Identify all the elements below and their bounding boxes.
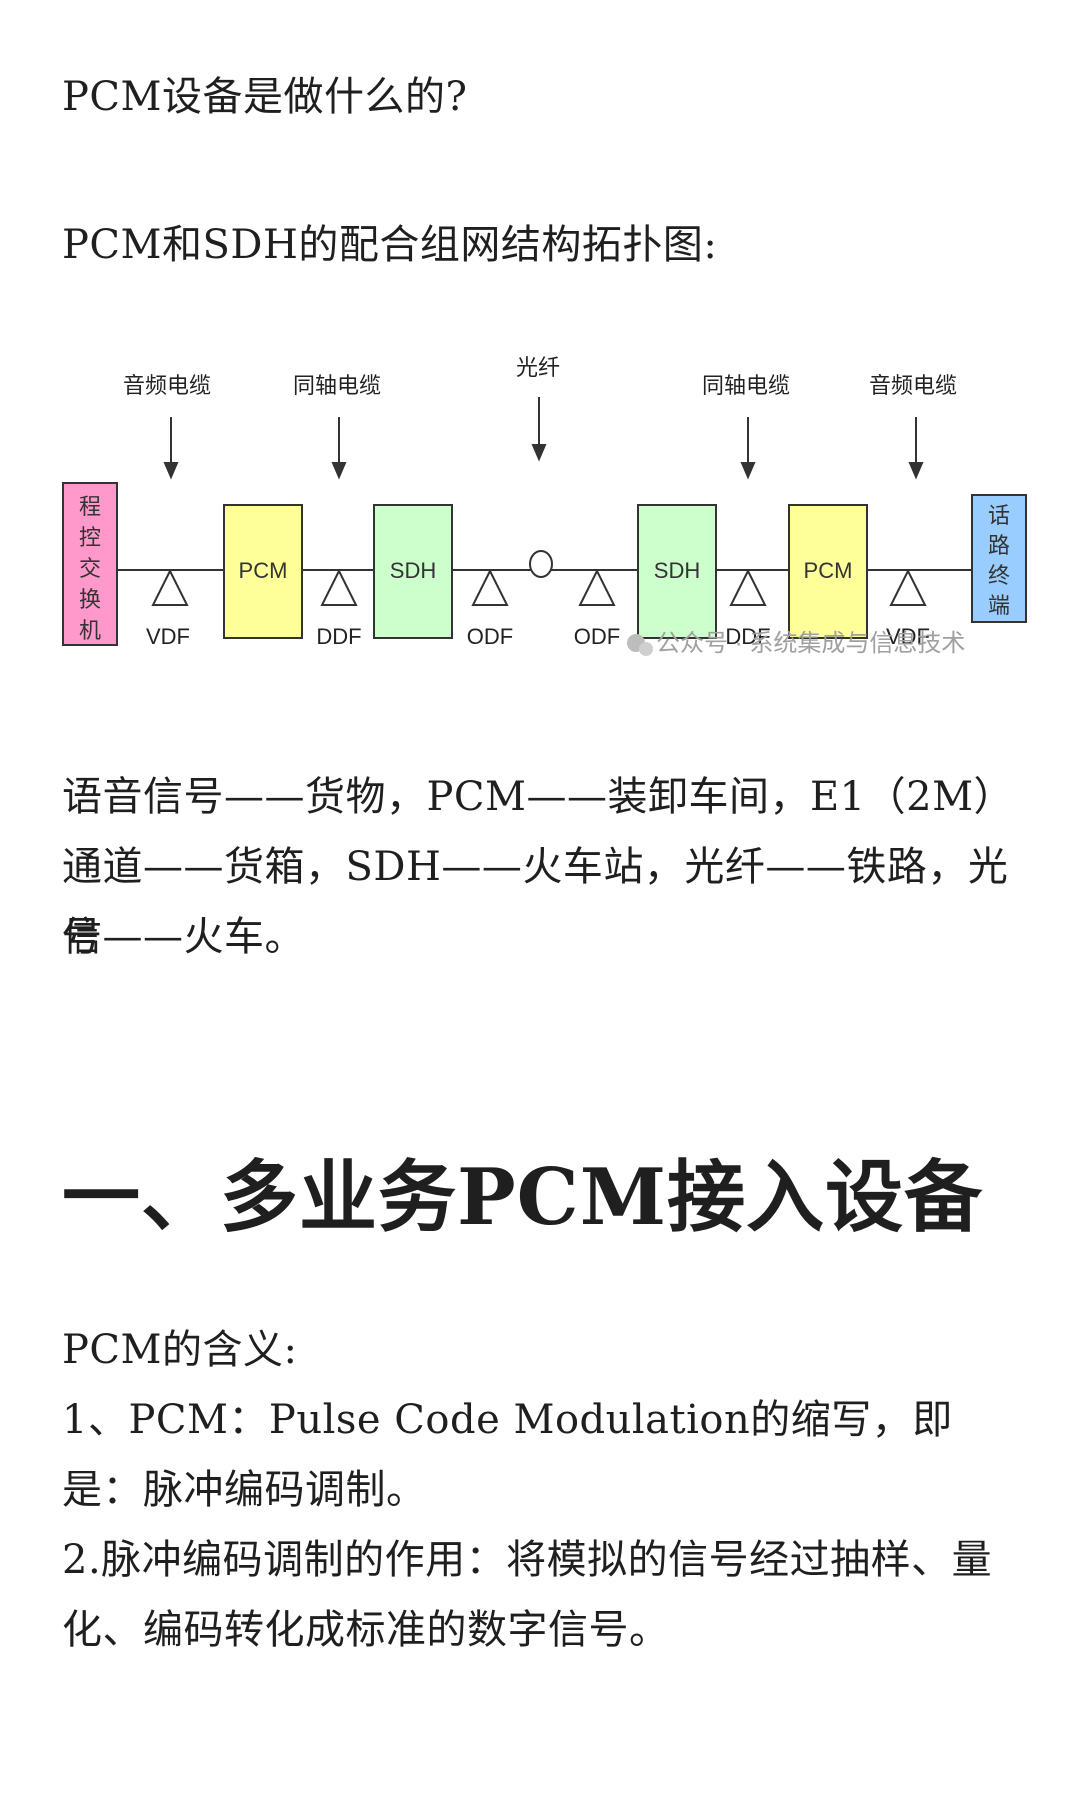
frame-label-ddf-right: DDF [725, 624, 770, 649]
terminal-label-char: 端 [988, 593, 1010, 618]
switch-label-char: 换 [79, 587, 101, 612]
pcm-box-right-label: PCM [804, 558, 853, 583]
sdh-box-right-label: SDH [654, 558, 700, 583]
item2-line-1: 2.脉冲编码调制的作用：将模拟的信号经过抽样、量 [62, 1537, 993, 1583]
topology-diagram: 音频电缆 同轴电缆 光纤 同轴电缆 音频电缆 程 控 交 换 机 话 路 终 端… [62, 355, 1027, 657]
sdh-box-left [373, 504, 453, 639]
frame-label-vdf-right: VDF [886, 624, 930, 649]
switch-label-char: 机 [79, 618, 101, 643]
cable-label-coax-right: 同轴电缆 [702, 373, 790, 398]
terminal-label-char: 路 [988, 533, 1010, 558]
cable-label-audio-left: 音频电缆 [123, 373, 211, 398]
watermark-text: 公众号 · 系统集成与信息技术 [656, 630, 965, 657]
item2-line-2: 化、编码转化成标准的数字信号。 [62, 1607, 670, 1653]
fiber-connector [529, 550, 553, 578]
frame-label-odf-right: ODF [574, 624, 620, 649]
analogy-line-1: 语音信号——货物，PCM——装卸车间，E1（2M） [62, 774, 1015, 820]
frame-label-ddf-left: DDF [316, 624, 361, 649]
meaning-title: PCM的含义: [62, 1327, 298, 1373]
intro-question: PCM设备是做什么的? [62, 74, 468, 120]
frame-label-vdf-left: VDF [146, 624, 190, 649]
pcm-box-left [223, 504, 303, 639]
pcm-box-right [788, 504, 868, 639]
pcm-box-left-label: PCM [239, 558, 288, 583]
switch-label-char: 程 [79, 494, 101, 519]
item1-line-1: 1、PCM：Pulse Code Modulation的缩写，即 [62, 1397, 953, 1443]
sdh-box-right [637, 504, 717, 639]
terminal-label-char: 话 [988, 503, 1010, 528]
cable-label-fiber: 光纤 [516, 355, 560, 380]
distribution-frames [151, 568, 927, 606]
frame-label-odf-left: ODF [467, 624, 513, 649]
section-heading: 一、多业务PCM接入设备 [62, 1152, 984, 1243]
switch-label-char: 控 [79, 525, 101, 550]
analogy-line-3: 号——火车。 [62, 914, 305, 960]
cable-arrows [163, 397, 924, 480]
watermark: 公众号 · 系统集成与信息技术 [627, 630, 965, 657]
analogy-line-2: 通道——货箱，SDH——火车站，光纤——铁路，光信 [62, 844, 1009, 960]
switch-box [62, 482, 118, 646]
terminal-label-char: 终 [988, 563, 1010, 588]
voice-terminal-box [971, 494, 1027, 623]
sdh-box-left-label: SDH [390, 558, 436, 583]
topology-title: PCM和SDH的配合组网结构拓扑图: [62, 222, 718, 268]
item1-line-2: 是：脉冲编码调制。 [62, 1467, 427, 1513]
cable-label-coax-left: 同轴电缆 [293, 373, 381, 398]
cable-label-audio-right: 音频电缆 [869, 373, 957, 398]
switch-label-char: 交 [79, 556, 101, 581]
